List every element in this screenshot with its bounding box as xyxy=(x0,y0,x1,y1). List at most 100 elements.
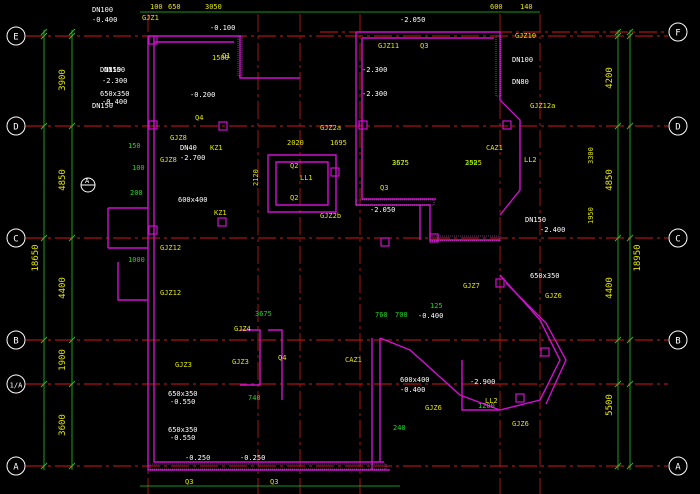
misc-label-12: 1200 xyxy=(478,402,495,410)
dim-tick xyxy=(626,32,634,40)
dim-right-2: 4850 xyxy=(605,169,615,191)
dim-mid-3675: 3675 xyxy=(392,159,409,167)
dim-tick xyxy=(40,122,48,130)
annotation-labels: DN100DN150DN150DN40DN100DN80DN150DN150-0… xyxy=(92,6,565,486)
elev-label-9: -2.050 xyxy=(370,206,395,214)
elev-label-2: -2.300 xyxy=(102,77,127,85)
dim-tick xyxy=(626,122,634,130)
dim-mid-2020: 2020 xyxy=(287,139,304,147)
dim-left-1: 3900 xyxy=(58,69,68,91)
wall-segment-1 xyxy=(153,36,384,463)
dim-mid-3300: 3300 xyxy=(587,147,595,164)
beam-label-7: LL1 xyxy=(300,174,313,182)
hatch-4 xyxy=(495,35,502,97)
dim-mid-1950: 1950 xyxy=(587,207,595,224)
elev-label-11: -0.400 xyxy=(418,312,443,320)
grid-axis-a-right: A xyxy=(668,456,688,476)
column-label-15: KZ1 xyxy=(210,144,223,152)
pipe-label-2: DN150 xyxy=(92,102,113,110)
axis-bubble-left xyxy=(6,26,26,46)
dim-tick xyxy=(68,28,76,36)
dim-top-5: 140 xyxy=(520,3,533,11)
pipe-label-7: DN150 xyxy=(104,66,125,74)
beam-label-3: Q3 xyxy=(420,42,428,50)
dim-tick xyxy=(68,122,76,130)
size-label-3: 650x350 xyxy=(168,426,198,434)
axis-label-left: A xyxy=(13,463,19,473)
elev-label-8: -2.300 xyxy=(362,90,387,98)
dim-tick xyxy=(626,234,634,242)
dim-left-3: 4400 xyxy=(58,277,68,299)
misc-label-7: 300 xyxy=(465,159,478,167)
dim-right-3: 4400 xyxy=(605,277,615,299)
size-label-4: 650x350 xyxy=(530,272,560,280)
axis-label-left: E xyxy=(13,33,18,43)
axis-bubble-right xyxy=(668,228,688,248)
column-0 xyxy=(148,35,158,45)
column-2 xyxy=(218,121,228,131)
dim-tick xyxy=(614,380,622,388)
column-11 xyxy=(217,217,227,227)
wall-segment-19 xyxy=(461,360,500,411)
dim-right-outer: 18950 xyxy=(633,244,643,271)
elev-label-7: -2.300 xyxy=(362,66,387,74)
column-label-12: GJZ6 xyxy=(545,292,562,300)
column-8 xyxy=(495,278,505,288)
beam-label-0: Q1 xyxy=(222,52,230,60)
dim-tick xyxy=(68,32,76,40)
grid-axis-c-left: C xyxy=(6,228,26,248)
elev-label-16: -0.250 xyxy=(185,454,210,462)
wall-segment-11 xyxy=(275,161,329,206)
dim-right-1: 4200 xyxy=(605,67,615,89)
beam-label-4: Q3 xyxy=(380,184,388,192)
dim-tick xyxy=(40,32,48,40)
beam-label-9: LL2 xyxy=(485,397,498,405)
elev-label-5: -2.700 xyxy=(180,154,205,162)
dim-tick xyxy=(40,28,48,36)
axis-bubble-f xyxy=(668,22,688,42)
axis-bubble-left xyxy=(6,456,26,476)
wall-segment-2 xyxy=(148,35,300,79)
column-label-14: CAZ1 xyxy=(345,356,362,364)
axis-bubble-right xyxy=(668,330,688,350)
dim-tick xyxy=(40,234,48,242)
pipe-label-6: DN150 xyxy=(525,216,546,224)
dim-left-4: 1900 xyxy=(58,349,68,371)
elev-label-17: -0.250 xyxy=(240,454,265,462)
axis-label-left: 1/A xyxy=(10,382,23,390)
dim-tick xyxy=(68,336,76,344)
dim-right-4: 5500 xyxy=(605,394,615,416)
grid-axis-d-left: D xyxy=(6,116,26,136)
size-label-2: 650x350 xyxy=(168,390,198,398)
wall-segment-14 xyxy=(240,329,261,386)
misc-label-11: 1000 xyxy=(128,256,145,264)
column-label-7: GJZ4 xyxy=(234,325,251,333)
wall-segment-15 xyxy=(268,329,283,400)
dim-tick xyxy=(626,462,634,470)
column-6 xyxy=(330,167,340,177)
column-label-16: KZ1 xyxy=(214,209,227,217)
column-label-19: GJZ2b xyxy=(320,212,341,220)
misc-label-8: 150 xyxy=(128,142,141,150)
dim-left-5: 3600 xyxy=(58,414,68,436)
dim-tick xyxy=(614,336,622,344)
dim-tick xyxy=(40,380,48,388)
beam-label-11: Q3 xyxy=(270,478,278,486)
beam-label-6: Q4 xyxy=(195,114,203,122)
elev-label-13: -0.550 xyxy=(170,398,195,406)
column-label-9: GJZ10 xyxy=(515,32,536,40)
beam-label-2: Q2 xyxy=(290,194,298,202)
misc-label-5: 3675 xyxy=(255,310,272,318)
section-marker-label: A xyxy=(85,177,90,185)
dimension-lines xyxy=(40,11,634,487)
dim-mid-2120: 2120 xyxy=(252,169,260,186)
misc-label-2: 700 xyxy=(395,311,408,319)
dim-tick xyxy=(68,234,76,242)
axis-label-f: F xyxy=(675,29,680,39)
axis-bubble-left xyxy=(6,228,26,248)
grid-axis-d-right: D xyxy=(668,116,688,136)
dim-tick xyxy=(68,380,76,388)
column-label-13: GJZ6 xyxy=(512,420,529,428)
